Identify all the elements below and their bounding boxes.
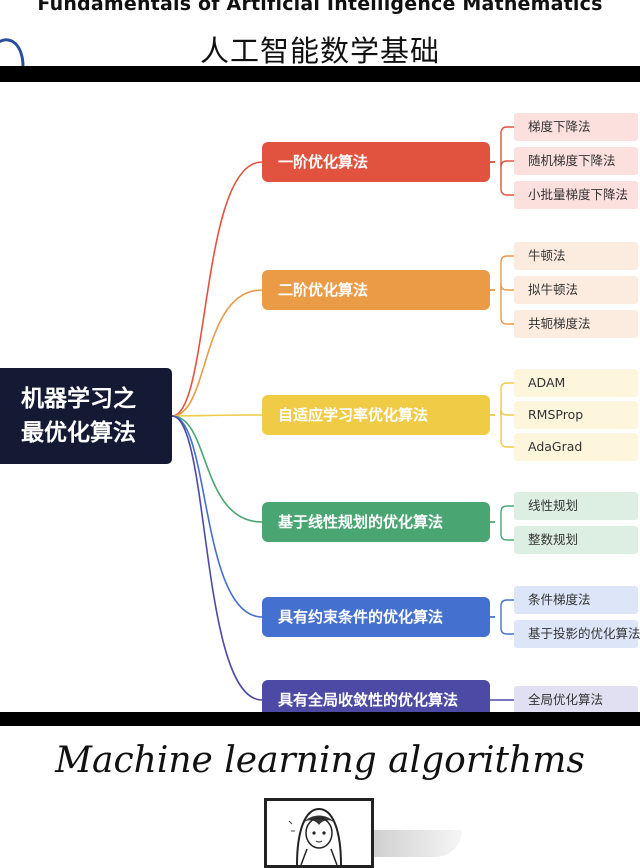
connector-branch-4-leaf-0 [490, 599, 514, 618]
leaf-node-1-0: 牛顿法 [514, 242, 638, 270]
connector-branch-0-leaf-0 [490, 126, 514, 163]
girl-sketch-illustration [288, 807, 342, 865]
mindmap-connectors [171, 126, 514, 701]
connector-branch-1-leaf-1 [490, 283, 514, 291]
branch-node-4: 具有约束条件的优化算法 [262, 597, 490, 637]
mindmap-panel: 机器学习之 最优化算法 一阶优化算法梯度下降法随机梯度下降法小批量梯度下降法二阶… [0, 82, 640, 712]
leaf-node-2-2: AdaGrad [514, 433, 638, 461]
connector-branch-1-leaf-2 [490, 289, 514, 325]
bottom-caption: Machine learning algorithms [55, 740, 585, 781]
root-label-line1: 机器学习之 [21, 386, 136, 412]
leaf-node-0-2: 小批量梯度下降法 [514, 181, 638, 209]
leaf-node-3-1: 整数规划 [514, 526, 638, 554]
leaf-node-5-0: 全局优化算法 [514, 686, 638, 712]
root-label-line2: 最优化算法 [21, 420, 136, 446]
branch-node-0: 一阶优化算法 [262, 142, 490, 182]
mindmap-root: 机器学习之 最优化算法 [0, 368, 172, 464]
leaf-node-2-1: RMSProp [514, 401, 638, 429]
leaf-node-2-0: ADAM [514, 369, 638, 397]
branch-node-3: 基于线性规划的优化算法 [262, 502, 490, 542]
connector-branch-4-leaf-1 [490, 616, 514, 635]
leaf-node-1-2: 共轭梯度法 [514, 310, 638, 338]
bottom-divider-bar [0, 712, 640, 726]
connector-branch-2-leaf-2 [490, 414, 514, 448]
header-title: Fundamentals of Artificial Intelligence … [37, 0, 603, 15]
connector-root-branch-2 [171, 414, 263, 417]
connector-root-branch-3 [171, 415, 263, 523]
leaf-node-3-0: 线性规划 [514, 492, 638, 520]
header-subtitle: 人工智能数学基础 [199, 34, 440, 68]
branch-node-1: 二阶优化算法 [262, 270, 490, 310]
top-divider-bar [0, 66, 640, 82]
leaf-node-0-0: 梯度下降法 [514, 113, 638, 141]
connector-root-branch-5 [171, 415, 263, 701]
connector-branch-3-leaf-0 [490, 505, 514, 523]
connector-branch-1-leaf-0 [490, 255, 514, 291]
connector-root-branch-1 [171, 289, 263, 417]
connector-root-branch-4 [171, 415, 263, 618]
connector-root-branch-0 [171, 161, 263, 417]
leaf-node-4-0: 条件梯度法 [514, 586, 638, 614]
connector-branch-2-leaf-1 [490, 408, 514, 416]
leaf-node-1-1: 拟牛顿法 [514, 276, 638, 304]
leaf-node-0-1: 随机梯度下降法 [514, 147, 638, 175]
illustration-frame [264, 798, 374, 868]
connector-branch-0-leaf-2 [490, 161, 514, 196]
leaf-node-4-1: 基于投影的优化算法 [514, 620, 640, 648]
illustration-shadow [372, 830, 462, 857]
connector-branch-2-leaf-0 [490, 382, 514, 416]
branch-node-5: 具有全局收敛性的优化算法 [262, 680, 490, 712]
branch-node-2: 自适应学习率优化算法 [262, 395, 490, 435]
connector-branch-3-leaf-1 [490, 521, 514, 541]
